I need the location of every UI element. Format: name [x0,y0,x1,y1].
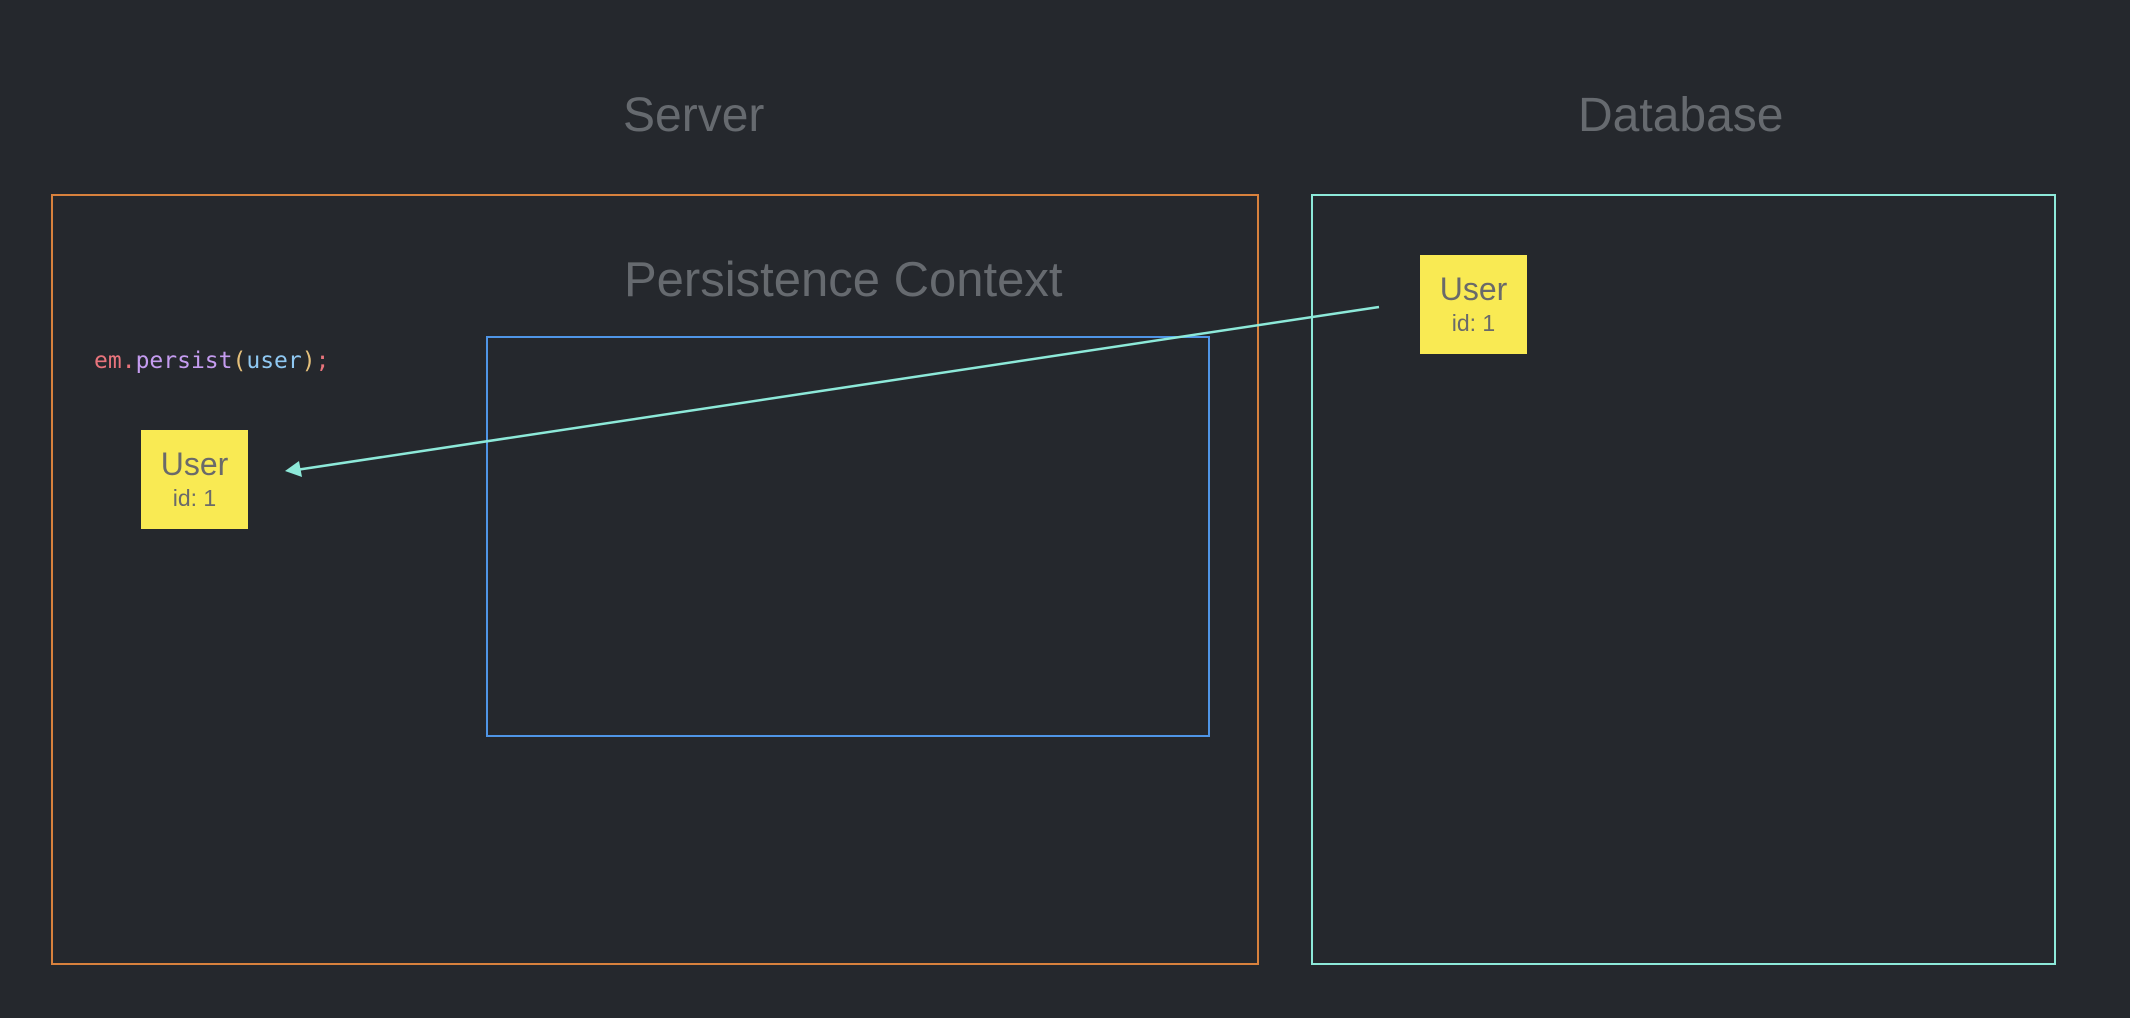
server-title: Server [623,89,765,142]
code-object: em [94,348,122,374]
server-user-entity: User id: 1 [141,430,248,529]
server-user-name: User [160,446,229,482]
database-container [1311,194,2056,965]
code-close-paren: ) [301,348,316,374]
database-title: Database [1578,89,1784,142]
code-open-paren: ( [232,348,247,374]
code-argument: user [246,348,302,374]
persistence-context-title: Persistence Context [624,253,1063,307]
persist-code-snippet: em.persist(user); [94,348,329,374]
database-user-entity: User id: 1 [1420,255,1527,354]
server-container [51,194,1259,965]
code-dot: . [121,348,136,374]
code-semicolon: ; [315,348,330,374]
code-method: persist [135,348,233,374]
database-user-id: id: 1 [1451,310,1496,336]
persistence-context-container [486,336,1210,737]
server-user-id: id: 1 [172,485,217,511]
database-user-name: User [1439,271,1508,307]
